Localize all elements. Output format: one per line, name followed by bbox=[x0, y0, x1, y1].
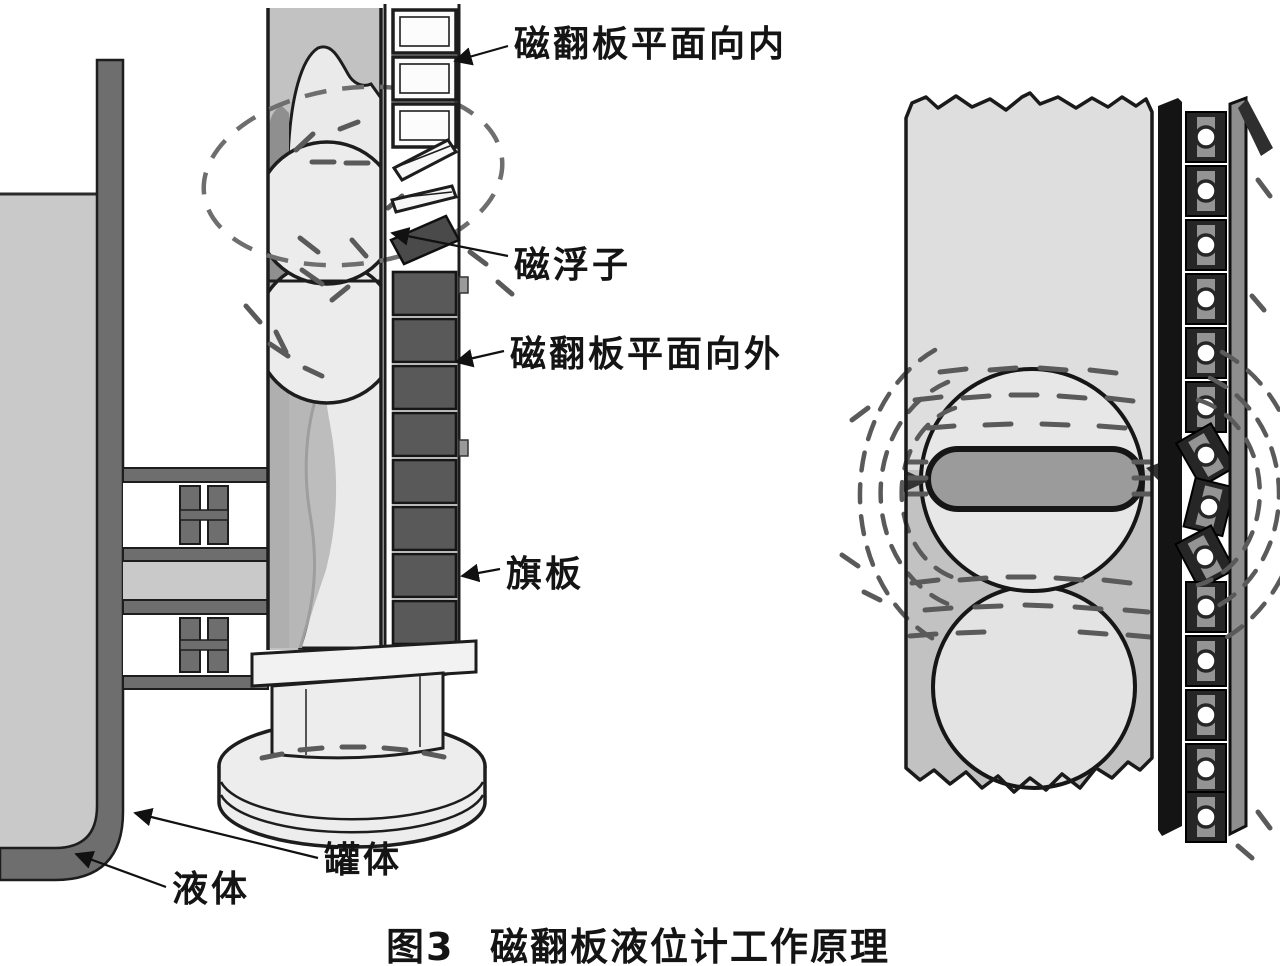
upper-nozzle bbox=[122, 467, 269, 562]
dark-flap bbox=[391, 552, 458, 599]
float-upper bbox=[268, 140, 381, 286]
flap-element-column bbox=[1173, 110, 1238, 844]
figure-caption: 图3 磁翻板液位计工作原理 bbox=[386, 925, 890, 966]
field-arcs bbox=[839, 347, 958, 643]
detail-float-lower bbox=[931, 584, 1137, 790]
magnetic-field-ellipse bbox=[201, 84, 505, 268]
dark-flap bbox=[391, 317, 458, 364]
callouts: 磁翻板平面向内 磁浮子 磁翻板平面向外 旗板 罐体 液体 bbox=[74, 24, 787, 910]
flap-element bbox=[1184, 634, 1228, 688]
leader-liquid bbox=[74, 851, 167, 889]
flange-dashes bbox=[259, 744, 447, 761]
magnet-capsule bbox=[925, 446, 1145, 512]
label-magnetic-float: 磁浮子 bbox=[514, 245, 631, 286]
manifold-fill bbox=[123, 560, 268, 602]
leader-tank-body bbox=[133, 807, 319, 860]
tank bbox=[0, 58, 125, 882]
flap-element bbox=[1184, 272, 1228, 326]
transition-flap bbox=[390, 184, 458, 214]
flap-element bbox=[1184, 790, 1228, 844]
leader-flag-plate bbox=[460, 563, 501, 583]
flange-ring bbox=[219, 781, 485, 821]
tank-liquid bbox=[0, 194, 97, 848]
dark-flap bbox=[391, 599, 458, 646]
flange-ring bbox=[219, 794, 485, 834]
leader-magnetic-float bbox=[390, 227, 509, 258]
label-flap-inward: 磁翻板平面向内 bbox=[514, 24, 787, 65]
flap-element bbox=[1184, 688, 1228, 742]
flange-bolts-icon bbox=[179, 485, 229, 545]
flap-element bbox=[1184, 380, 1228, 434]
white-flap bbox=[391, 8, 458, 55]
tank-wall bbox=[0, 58, 125, 882]
transition-flap bbox=[391, 138, 459, 182]
bottom-flange bbox=[217, 639, 487, 849]
right-diagram bbox=[839, 91, 1280, 861]
dark-flap bbox=[391, 505, 458, 552]
field-dashes-horizontal bbox=[905, 365, 1153, 640]
rail-nub bbox=[458, 276, 469, 294]
label-tank-body: 罐体 bbox=[324, 840, 402, 881]
flap-element bbox=[1184, 742, 1228, 796]
label-liquid: 液体 bbox=[172, 869, 250, 910]
dark-flap bbox=[391, 458, 458, 505]
field-arcs-right bbox=[1195, 177, 1280, 861]
flap-element bbox=[1184, 110, 1228, 164]
dark-flap bbox=[391, 411, 458, 458]
flap-element bbox=[1184, 218, 1228, 272]
leader-flap-outward bbox=[454, 349, 505, 368]
white-flap bbox=[391, 55, 458, 102]
rail-nub bbox=[458, 439, 469, 457]
lower-nozzle bbox=[122, 599, 269, 690]
left-diagram: 磁翻板平面向内 磁浮子 磁翻板平面向外 旗板 罐体 液体 bbox=[0, 4, 787, 910]
caption-number: 图3 bbox=[386, 925, 454, 966]
label-flap-outward: 磁翻板平面向外 bbox=[510, 334, 783, 375]
magnetic-field-dashes bbox=[201, 84, 515, 379]
flap-element-tilted bbox=[1173, 523, 1237, 591]
flap-element bbox=[1184, 164, 1228, 218]
flange-bolts-icon bbox=[179, 617, 229, 673]
gauge-chamber bbox=[201, 8, 515, 650]
divider-bar bbox=[1158, 98, 1182, 836]
leader-flap-inward bbox=[453, 44, 509, 66]
dark-flap bbox=[391, 364, 458, 411]
indicator-rail bbox=[1228, 95, 1273, 837]
dark-flap bbox=[391, 270, 458, 317]
drain-cylinder bbox=[270, 671, 445, 760]
connection-nozzles bbox=[122, 467, 269, 690]
caption-title: 磁翻板液位计工作原理 bbox=[490, 925, 890, 966]
label-flag-plate: 旗板 bbox=[506, 554, 584, 595]
detail-tube-outline bbox=[904, 91, 1154, 794]
